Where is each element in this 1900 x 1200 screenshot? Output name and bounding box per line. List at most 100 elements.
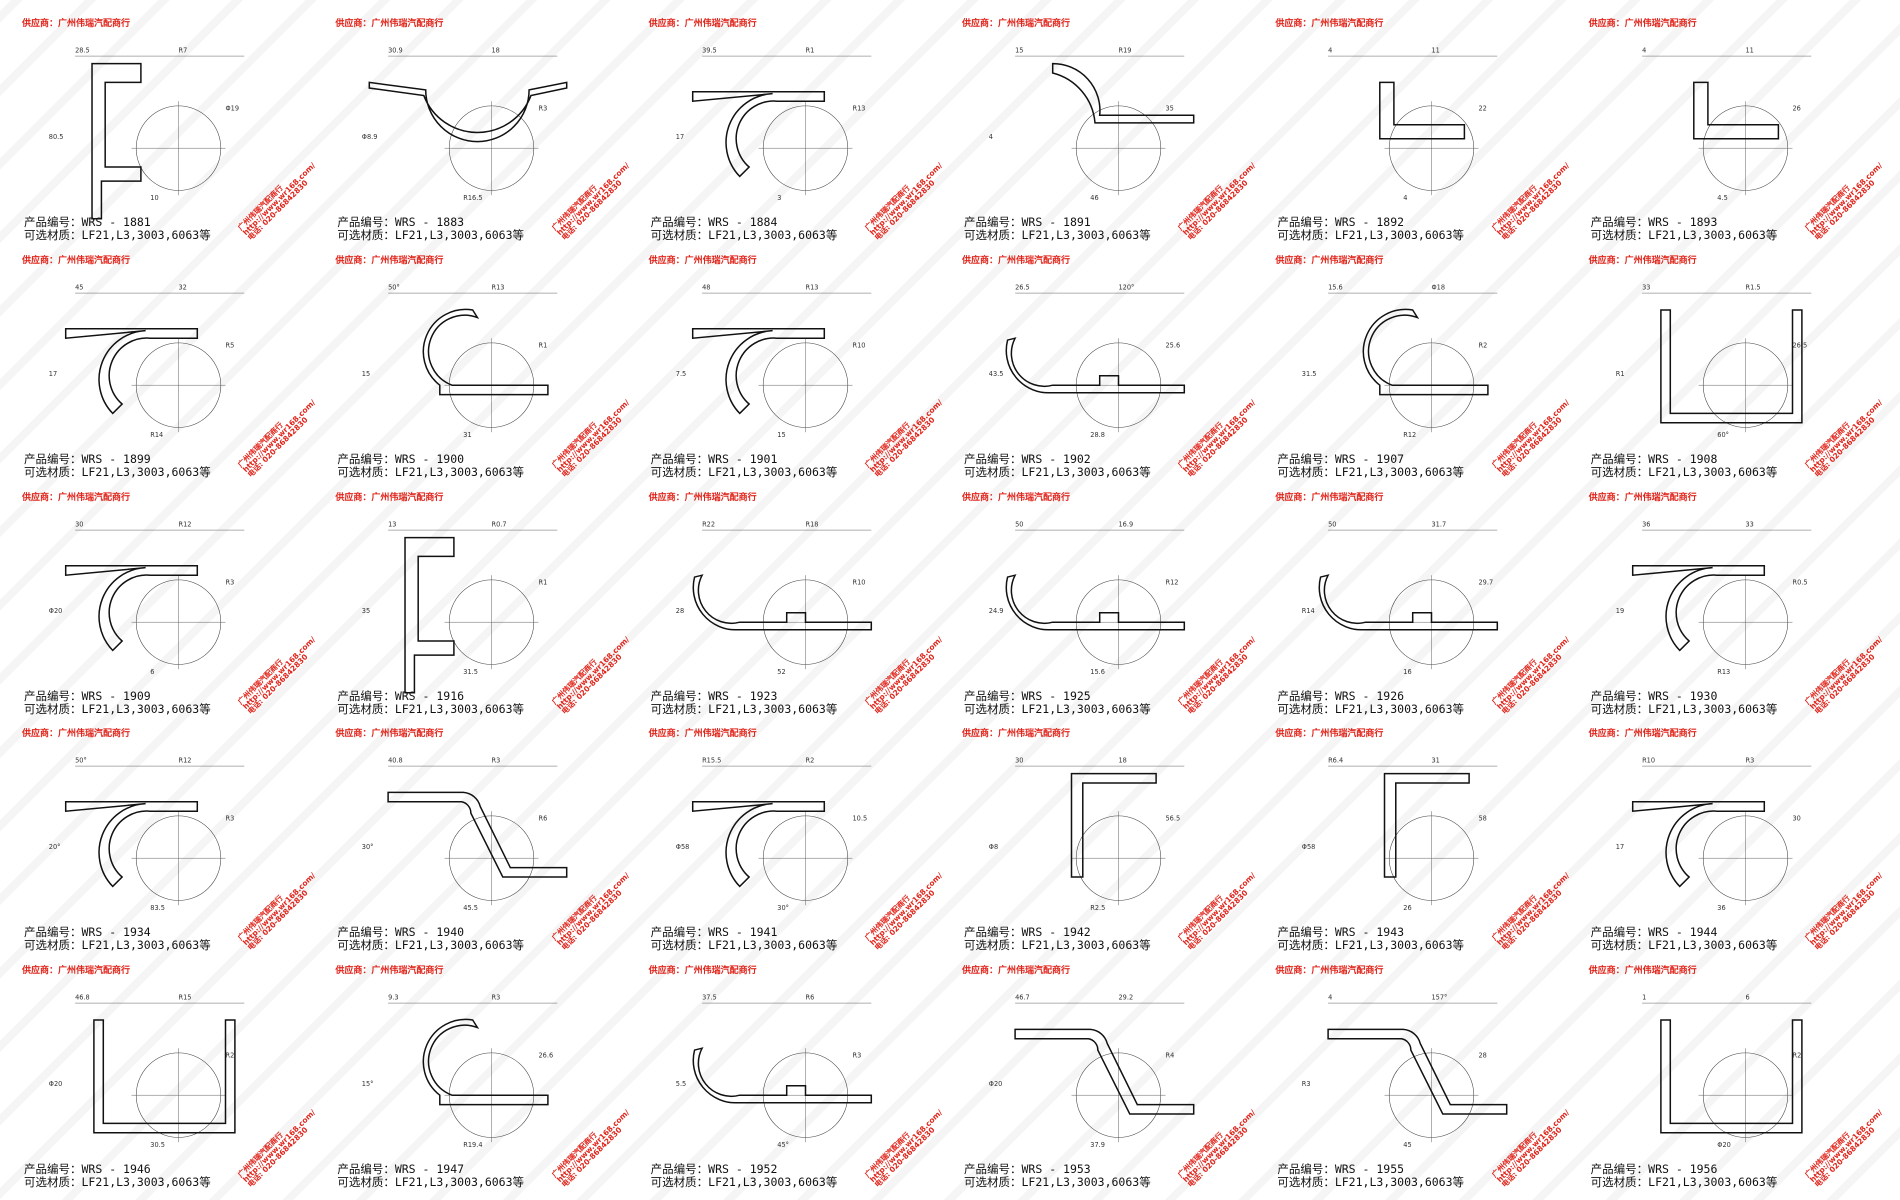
dimension-label: 58 [1479,815,1487,823]
dimension-label: 31.5 [464,667,479,675]
product-code: 产品编号：WRS - 1883 [337,215,465,229]
product-caption: 产品编号：WRS - 1942 可选材质：LF21,L3,3003,6063等 [964,926,1151,952]
dimension-label: R3 [539,105,548,113]
dimension-label: Φ20 [49,606,63,614]
dimension-label: 83.5 [150,904,165,912]
dimension-label: 20° [49,843,61,851]
product-caption: 产品编号：WRS - 1930 可选材质：LF21,L3,3003,6063等 [1591,689,1778,716]
product-caption: 产品编号：WRS - 1946 可选材质：LF21,L3,3003,6063等 [24,1163,211,1189]
dimension-label: 31 [1432,757,1440,765]
dimension-label: R22 [702,520,715,528]
dimension-label: Φ8.9 [362,133,378,141]
product-material: 可选材质：LF21,L3,3003,6063等 [650,464,838,479]
dimension-label: R12 [1166,578,1179,586]
product-material: 可选材质：LF21,L3,3003,6063等 [337,1175,525,1190]
product-code: 产品编号：WRS - 1892 [1277,215,1405,229]
supplier-label: 供应商：广州伟瑞汽配商行 [962,966,1071,977]
dimension-label: R4 [1166,1052,1175,1060]
dimension-label: 6 [1745,994,1749,1002]
product-material: 可选材质：LF21,L3,3003,6063等 [1277,228,1465,242]
supplier-label: 供应商：广州伟瑞汽配商行 [1275,492,1384,503]
dimension-label: R15 [179,994,192,1002]
dimension-label: 60° [1717,431,1729,439]
dimension-label: R19 [1119,46,1132,54]
dimension-label: R3 [852,1052,861,1060]
product-caption: 产品编号：WRS - 1892 可选材质：LF21,L3,3003,6063等 [1277,216,1464,242]
dimension-label: 45° [777,1141,789,1149]
dimension-label: 24.9 [989,606,1004,614]
dimension-label: R19.4 [464,1141,483,1149]
dimension-label: R13 [1717,667,1730,675]
product-code: 产品编号：WRS - 1926 [1277,688,1405,703]
product-caption: 产品编号：WRS - 1940 可选材质：LF21,L3,3003,6063等 [337,926,524,952]
dimension-label: 30.9 [388,46,403,54]
dimension-label: 11 [1745,46,1753,54]
product-caption: 产品编号：WRS - 1907 可选材质：LF21,L3,3003,6063等 [1277,452,1464,479]
dimension-label: 16 [1404,667,1412,675]
product-caption: 产品编号：WRS - 1943 可选材质：LF21,L3,3003,6063等 [1277,926,1464,952]
dimension-label: 33 [1745,520,1753,528]
dimension-label: 48 [702,283,710,291]
dimension-label: 13 [388,520,396,528]
dimension-label: R16.5 [464,194,483,202]
dimension-label: 4.5 [1717,194,1727,202]
product-code: 产品编号：WRS - 1891 [964,215,1091,229]
dimension-label: 31.5 [1302,370,1317,378]
dimension-label: 39.5 [702,46,717,54]
dimension-label: 50° [388,283,400,291]
product-caption: 产品编号：WRS - 1925 可选材质：LF21,L3,3003,6063等 [964,689,1151,716]
supplier-label: 供应商：广州伟瑞汽配商行 [1588,492,1697,503]
dimension-label: R6 [805,994,814,1002]
product-material: 可选材质：LF21,L3,3003,6063等 [650,701,838,716]
dimension-label: 33 [1642,283,1650,291]
dimension-label: R12 [179,757,192,765]
supplier-label: 供应商：广州伟瑞汽配商行 [1588,19,1697,29]
dimension-label: 22 [1479,105,1487,113]
supplier-label: 供应商：广州伟瑞汽配商行 [335,729,444,740]
dimension-label: 30° [777,904,789,912]
product-code: 产品编号：WRS - 1940 [337,925,465,940]
dimension-label: 17 [49,370,57,378]
product-code: 产品编号：WRS - 1946 [24,1162,151,1177]
dimension-label: 30.5 [150,1141,165,1149]
product-caption: 产品编号：WRS - 1926 可选材质：LF21,L3,3003,6063等 [1277,688,1464,716]
supplier-label: 供应商：广州伟瑞汽配商行 [1588,255,1697,266]
dimension-label: 17 [1615,843,1623,851]
dimension-label: 50° [75,757,87,765]
product-caption: 产品编号：WRS - 1884 可选材质：LF21,L3,3003,6063等 [651,216,838,242]
dimension-label: R2 [805,757,814,765]
product-caption: 产品编号：WRS - 1941 可选材质：LF21,L3,3003,6063等 [651,926,838,952]
dimension-label: R1.5 [1745,283,1760,291]
product-caption: 产品编号：WRS - 1955 可选材质：LF21,L3,3003,6063等 [1277,1163,1464,1189]
product-caption: 产品编号：WRS - 1893 可选材质：LF21,L3,3003,6063等 [1591,216,1778,242]
dimension-label: R3 [492,994,501,1002]
dimension-label: R2 [1792,1052,1801,1060]
